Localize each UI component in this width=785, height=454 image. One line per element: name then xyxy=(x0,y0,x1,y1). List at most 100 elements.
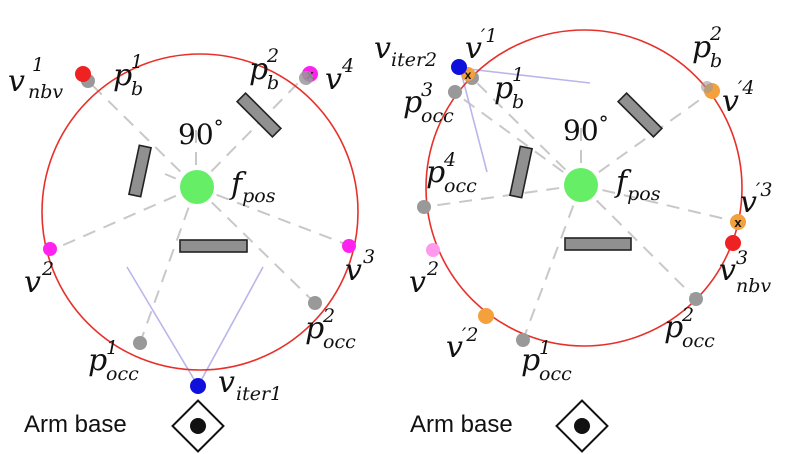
left-label-p-b1: p 1 b xyxy=(113,51,143,100)
svg-text:nbv: nbv xyxy=(736,275,771,297)
svg-text:v: v xyxy=(446,330,463,365)
right-point-p-occ3 xyxy=(448,85,462,99)
right-ray-p-b2 xyxy=(580,90,713,186)
right-ray-p-occ3 xyxy=(454,92,582,186)
right-label-p-b2: p 2 b xyxy=(692,23,722,72)
svg-text:′3: ′3 xyxy=(756,179,772,201)
right-point-v-nbv3 xyxy=(725,235,741,251)
right-label-v-iter2: v iter2 xyxy=(374,31,437,71)
left-obstacle-vertical xyxy=(127,144,153,198)
svg-text:v: v xyxy=(465,31,482,66)
svg-text:v: v xyxy=(409,265,426,300)
svg-text:p: p xyxy=(692,30,711,65)
right-obstacle-vertical xyxy=(508,145,534,199)
svg-text:v: v xyxy=(218,365,235,400)
left-ray-p-occ1 xyxy=(139,186,197,344)
svg-text:3: 3 xyxy=(736,247,748,269)
svg-text:nbv: nbv xyxy=(28,81,63,103)
left-sight-line-b xyxy=(197,266,264,387)
svg-text:4: 4 xyxy=(341,55,354,77)
svg-text:v: v xyxy=(722,84,739,119)
left-label-v-nbv1: v 1 nbv xyxy=(8,54,63,103)
left-label-v4: v 4 xyxy=(325,55,354,97)
left-point-v3 xyxy=(342,239,356,253)
right-label-vp1: v ′1 xyxy=(465,25,497,66)
left-point-p-occ1 xyxy=(133,336,147,350)
left-ray-p-occ2 xyxy=(195,186,316,304)
svg-text:occ: occ xyxy=(106,363,139,385)
right-angle-label: 90° xyxy=(563,111,609,147)
right-label-vp2: v ′2 xyxy=(446,324,478,365)
right-ray-p-occ1 xyxy=(522,184,582,341)
svg-text:v: v xyxy=(374,31,391,66)
right-marker-x-top: x xyxy=(465,68,472,82)
right-arm-base-icon xyxy=(555,399,609,453)
svg-text:b: b xyxy=(267,72,279,94)
left-label-v-iter1: v iter1 xyxy=(218,365,282,405)
svg-text:v: v xyxy=(8,64,25,99)
right-point-v-iter2 xyxy=(451,59,467,75)
right-label-vp4: v ′4 xyxy=(722,77,754,119)
left-arm-base-icon xyxy=(171,399,225,453)
svg-text:1: 1 xyxy=(106,337,118,359)
left-dashed-rays xyxy=(51,72,349,344)
right-point-v2 xyxy=(426,243,440,257)
svg-text:v: v xyxy=(740,185,757,220)
svg-text:1: 1 xyxy=(512,64,524,86)
svg-text:b: b xyxy=(131,78,143,100)
left-obstacle-diagonal xyxy=(235,91,283,139)
right-point-p-occ1 xyxy=(516,333,530,347)
svg-text:2: 2 xyxy=(41,258,54,280)
left-target-point xyxy=(180,170,214,204)
svg-text:v: v xyxy=(325,62,342,97)
svg-text:p: p xyxy=(88,343,107,378)
right-label-p-occ2: p 2 occ xyxy=(664,304,715,352)
left-ray-v3 xyxy=(195,186,349,246)
svg-text:3: 3 xyxy=(421,79,433,101)
svg-text:1: 1 xyxy=(32,54,44,76)
left-label-v3: v 3 xyxy=(345,246,375,288)
left-angle-label: 90° xyxy=(178,115,224,151)
svg-text:occ: occ xyxy=(421,105,454,127)
right-label-p-b1: p 1 b xyxy=(494,64,524,113)
left-arm-base-caption: Arm base xyxy=(24,411,127,438)
left-label-p-occ1: p 1 occ xyxy=(88,337,139,385)
right-sight-line-a xyxy=(459,67,591,84)
svg-text:p: p xyxy=(426,155,445,190)
svg-text:occ: occ xyxy=(682,330,715,352)
right-panel: x x Arm base 90° fpos v iter2 v ′1 p 1 xyxy=(374,23,772,453)
right-ray-p-b1 xyxy=(471,77,582,186)
svg-text:′2: ′2 xyxy=(462,324,478,346)
left-ray-p-b2 xyxy=(195,72,309,188)
right-obstacle-horizontal xyxy=(564,237,632,251)
svg-text:′4: ′4 xyxy=(738,77,754,99)
right-obstacle-diagonal xyxy=(616,91,664,139)
svg-text:p: p xyxy=(494,71,513,106)
svg-text:v: v xyxy=(24,265,41,300)
right-point-p-occ2 xyxy=(689,292,703,306)
svg-text:2: 2 xyxy=(322,305,335,327)
left-point-p-b2 xyxy=(299,71,313,85)
svg-text:p: p xyxy=(249,52,268,87)
svg-text:2: 2 xyxy=(426,258,439,280)
svg-text:p: p xyxy=(305,311,324,346)
svg-text:v: v xyxy=(345,253,362,288)
right-label-p-occ1: p 1 occ xyxy=(521,337,572,385)
right-label-p-occ4: p 4 occ xyxy=(426,149,477,197)
svg-text:occ: occ xyxy=(323,331,356,353)
left-label-v2: v 2 xyxy=(24,258,54,300)
svg-text:2: 2 xyxy=(681,304,694,326)
right-label-f-pos: fpos xyxy=(614,165,661,205)
svg-text:v: v xyxy=(719,253,736,288)
right-arm-base-caption: Arm base xyxy=(410,411,513,438)
svg-text:iter1: iter1 xyxy=(236,383,282,405)
left-point-v2 xyxy=(43,242,57,256)
svg-text:p: p xyxy=(113,58,132,93)
svg-text:3: 3 xyxy=(363,246,375,268)
right-point-p-occ4 xyxy=(417,200,431,214)
right-label-v-nbv3: v 3 nbv xyxy=(719,247,771,297)
svg-text:2: 2 xyxy=(266,45,279,67)
left-point-v-iter1 xyxy=(190,378,206,394)
left-point-p-occ2 xyxy=(308,296,322,310)
